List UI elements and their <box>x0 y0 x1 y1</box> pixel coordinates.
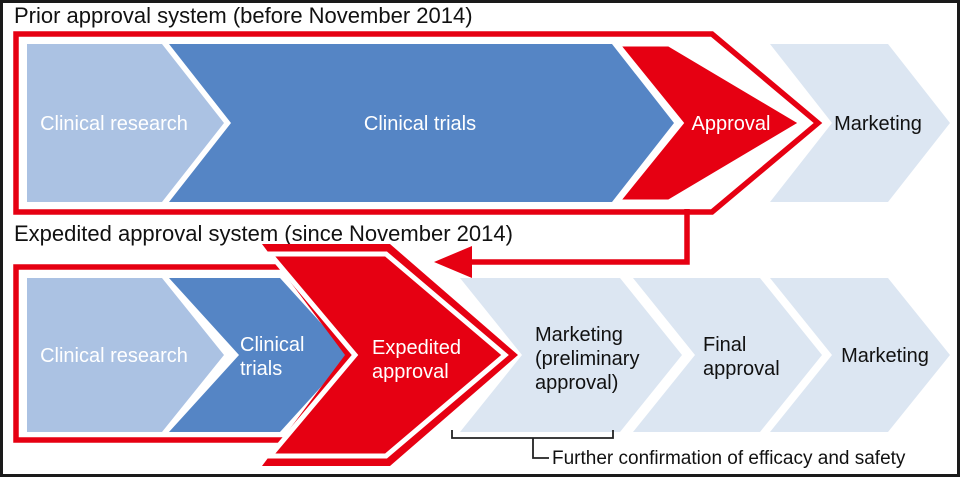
expedited-marketing-label: Marketing <box>841 345 929 367</box>
expedited-clinical-trials-label-line1: Clinical <box>240 334 304 356</box>
prior-clinical-trials-label: Clinical trials <box>364 113 476 135</box>
expedited-marketing-preliminary-arrow <box>460 278 682 432</box>
bracket-note-connector <box>532 438 549 459</box>
expedited-clinical-trials-label-line2: trials <box>240 358 282 380</box>
approval-to-expedited-connector-line <box>468 209 690 265</box>
prior-marketing-arrow <box>770 44 950 202</box>
prior-marketing-label: Marketing <box>834 113 922 135</box>
expedited-marketing-preliminary-label-line3: approval) <box>535 372 618 394</box>
expedited-clinical-trials-arrow <box>169 278 350 432</box>
expedited-approval-label-line1: Expedited <box>372 337 461 359</box>
expedited-marketing-preliminary-label-line2: (preliminary <box>535 348 639 370</box>
bracket-note-label: Further confirmation of efficacy and saf… <box>552 448 906 469</box>
expedited-approval-arrow <box>264 251 509 459</box>
prior-clinical-research-label: Clinical research <box>40 113 188 135</box>
expedited-marketing-preliminary-label-line1: Marketing <box>535 324 623 346</box>
expedited-approval-label-line2: approval <box>372 361 449 383</box>
prior-system-title: Prior approval system (before November 2… <box>14 3 473 28</box>
prior-clinical-trials-arrow <box>169 44 674 202</box>
expedited-final-approval-label-line1: Final <box>703 334 746 356</box>
expedited-final-approval-arrow <box>633 278 822 432</box>
expedited-system-ribbon-outline <box>13 264 310 443</box>
expedited-final-approval-label-line2: approval <box>703 358 780 380</box>
expedited-clinical-research-label: Clinical research <box>40 345 188 367</box>
expedited-clinical-research-arrow <box>27 278 224 432</box>
prior-clinical-research-arrow <box>27 44 224 202</box>
prior-approval-label: Approval <box>692 113 771 135</box>
approval-to-expedited-arrowhead-icon <box>434 246 472 278</box>
expedited-system-title: Expedited approval system (since Novembe… <box>14 221 513 246</box>
prior-approval-arrow <box>611 41 807 205</box>
expedited-marketing-arrow <box>770 278 950 432</box>
